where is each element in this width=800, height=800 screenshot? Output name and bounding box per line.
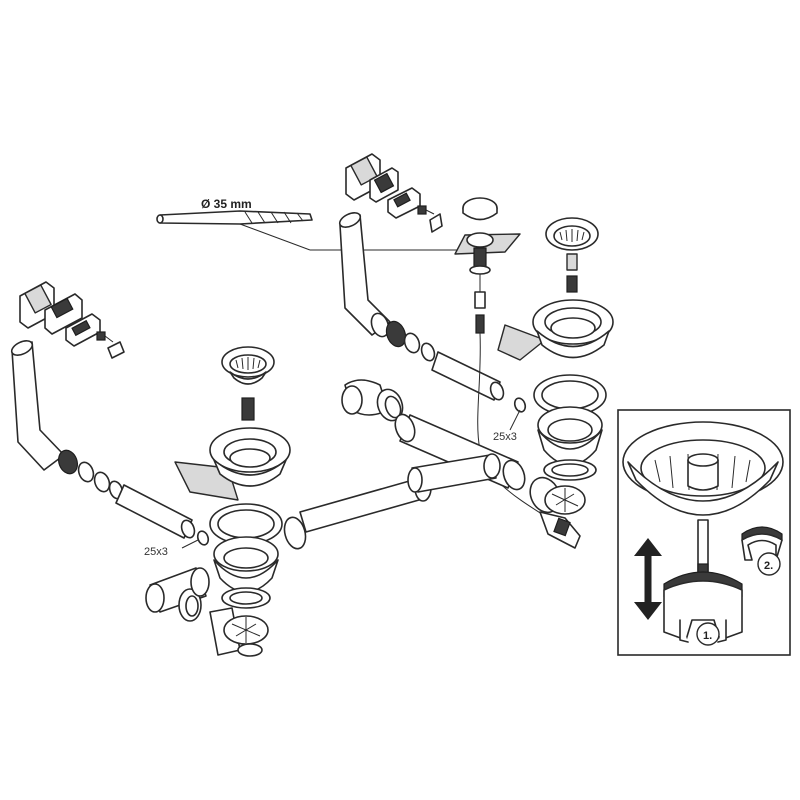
- elbow-joint: [341, 379, 404, 422]
- step-one-badge: [696, 622, 720, 646]
- step-two-badge: [757, 552, 781, 576]
- strainer-basket-left: [221, 346, 275, 421]
- strainer-basket-right: [545, 217, 599, 293]
- overflow-screw-left: [96, 331, 125, 359]
- drain-outlet-right: [529, 476, 586, 515]
- overflow-screw-right: [417, 205, 443, 233]
- drill-bit: [156, 210, 313, 225]
- step-one-label: 1.: [703, 630, 712, 642]
- overflow-plate-right: [345, 153, 399, 203]
- drain-body-right: [533, 374, 607, 481]
- up-down-arrow-icon: [634, 538, 662, 620]
- drain-outlet-left: [209, 607, 269, 657]
- overflow-tube-left: [11, 341, 65, 471]
- control-knob: [462, 197, 498, 221]
- drill-size-label: Ø 35 mm: [201, 197, 252, 211]
- overflow-plate-left: [19, 281, 83, 335]
- leader-line-drill: [239, 223, 311, 251]
- washer-size-label-right: 25x3: [493, 431, 517, 443]
- step-two-label: 2.: [764, 560, 773, 572]
- drain-body-left: [209, 503, 283, 609]
- control-gasket: [454, 232, 521, 275]
- sink-flange-right: [497, 299, 614, 361]
- main-pipe-lower: [283, 453, 501, 550]
- lower-pipe-left: [145, 567, 210, 622]
- sink-flange-left: [174, 427, 291, 501]
- detail-inset: 1. 2.: [617, 409, 791, 656]
- overflow-fittings-left: [57, 449, 210, 546]
- washer-size-label-left: 25x3: [144, 546, 168, 558]
